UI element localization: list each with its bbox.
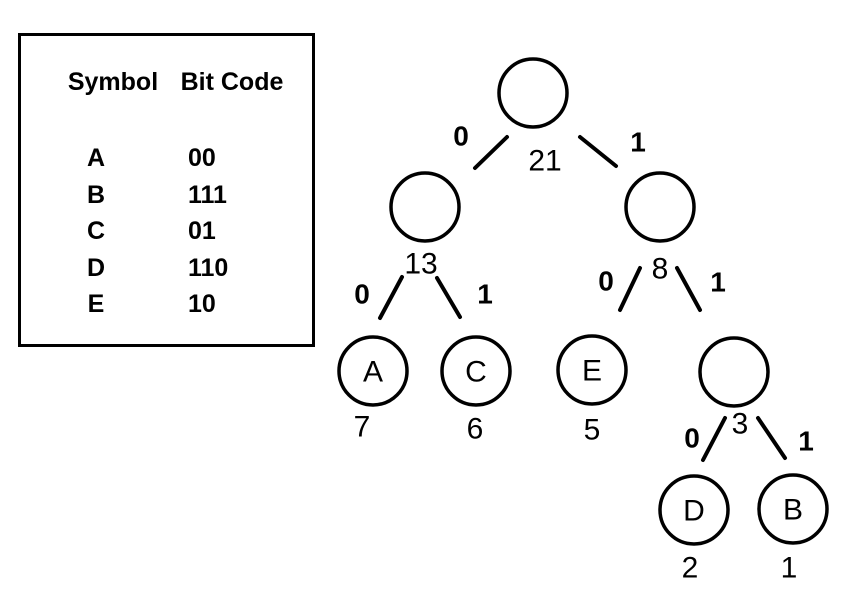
- edge-bit-label-root-n8: 1: [630, 127, 646, 158]
- edge-bit-label-n13-C: 1: [477, 279, 493, 310]
- node-symbol-label-B: B: [783, 494, 803, 527]
- tree-node-A: [337, 335, 409, 407]
- node-weight-value-A: 7: [354, 411, 371, 444]
- tree-edge-n3-B: [756, 416, 787, 460]
- table-row: C 01: [21, 213, 312, 250]
- table-cell-bitcode: 00: [188, 144, 216, 172]
- table-row: D 110: [21, 250, 312, 287]
- tree-node-C: [440, 335, 512, 407]
- node-weight-value-n8: 8: [652, 253, 669, 286]
- tree-edge-root-n8: [578, 135, 618, 168]
- node-weight-value-C: 6: [467, 413, 484, 446]
- tree-node-n8: [624, 171, 696, 243]
- table-cell-bitcode: 111: [188, 180, 227, 209]
- node-symbol-label-E: E: [582, 355, 602, 388]
- table-header-row: Symbol Bit Code: [21, 68, 312, 96]
- table-header-bitcode: Bit Code: [180, 68, 284, 96]
- tree-node-D: [658, 474, 730, 546]
- tree-node-n3: [698, 336, 770, 408]
- node-symbol-label-C: C: [465, 356, 487, 389]
- tree-node-B: [757, 473, 829, 545]
- node-weight-value-n3: 3: [732, 408, 749, 441]
- tree-node-n13: [389, 171, 461, 243]
- node-weight-value-root: 21: [528, 145, 561, 178]
- edge-bit-label-n8-n3: 1: [710, 267, 726, 298]
- table-cell-symbol: B: [86, 180, 106, 209]
- edge-bit-label-root-n13: 0: [453, 121, 469, 152]
- node-symbol-label-D: D: [683, 495, 705, 528]
- table-header-symbol: Symbol: [67, 68, 159, 96]
- tree-edge-n13-A: [378, 275, 404, 320]
- tree-node-root: [497, 57, 569, 129]
- tree-node-E: [556, 334, 628, 406]
- table-cell-bitcode: 10: [188, 290, 216, 318]
- table-row: B 111: [21, 177, 312, 214]
- table-cell-symbol: E: [87, 290, 105, 318]
- table-cell-symbol: A: [86, 144, 106, 172]
- tree-edge-n8-n3: [675, 266, 702, 312]
- tree-edge-n8-E: [618, 266, 642, 312]
- tree-edge-root-n13: [473, 135, 509, 170]
- tree-edge-n13-C: [435, 276, 462, 319]
- table-cell-symbol: D: [86, 253, 106, 282]
- edge-bit-label-n3-D: 0: [684, 423, 700, 454]
- table-row: A 00: [21, 140, 312, 177]
- table-row: E 10: [21, 286, 312, 323]
- edge-bit-label-n3-B: 1: [798, 426, 814, 457]
- edge-bit-label-n8-E: 0: [598, 266, 614, 297]
- table-cell-symbol: C: [86, 217, 106, 245]
- node-weight-value-B: 1: [781, 552, 798, 585]
- edge-bit-label-n13-A: 0: [354, 279, 370, 310]
- node-weight-value-D: 2: [682, 552, 699, 585]
- table-cell-bitcode: 110: [188, 253, 229, 282]
- node-symbol-label-A: A: [363, 356, 383, 389]
- tree-edge-n3-D: [701, 416, 727, 462]
- table-cell-bitcode: 01: [188, 217, 216, 245]
- node-weight-value-E: 5: [584, 414, 601, 447]
- node-weight-value-n13: 13: [404, 248, 437, 281]
